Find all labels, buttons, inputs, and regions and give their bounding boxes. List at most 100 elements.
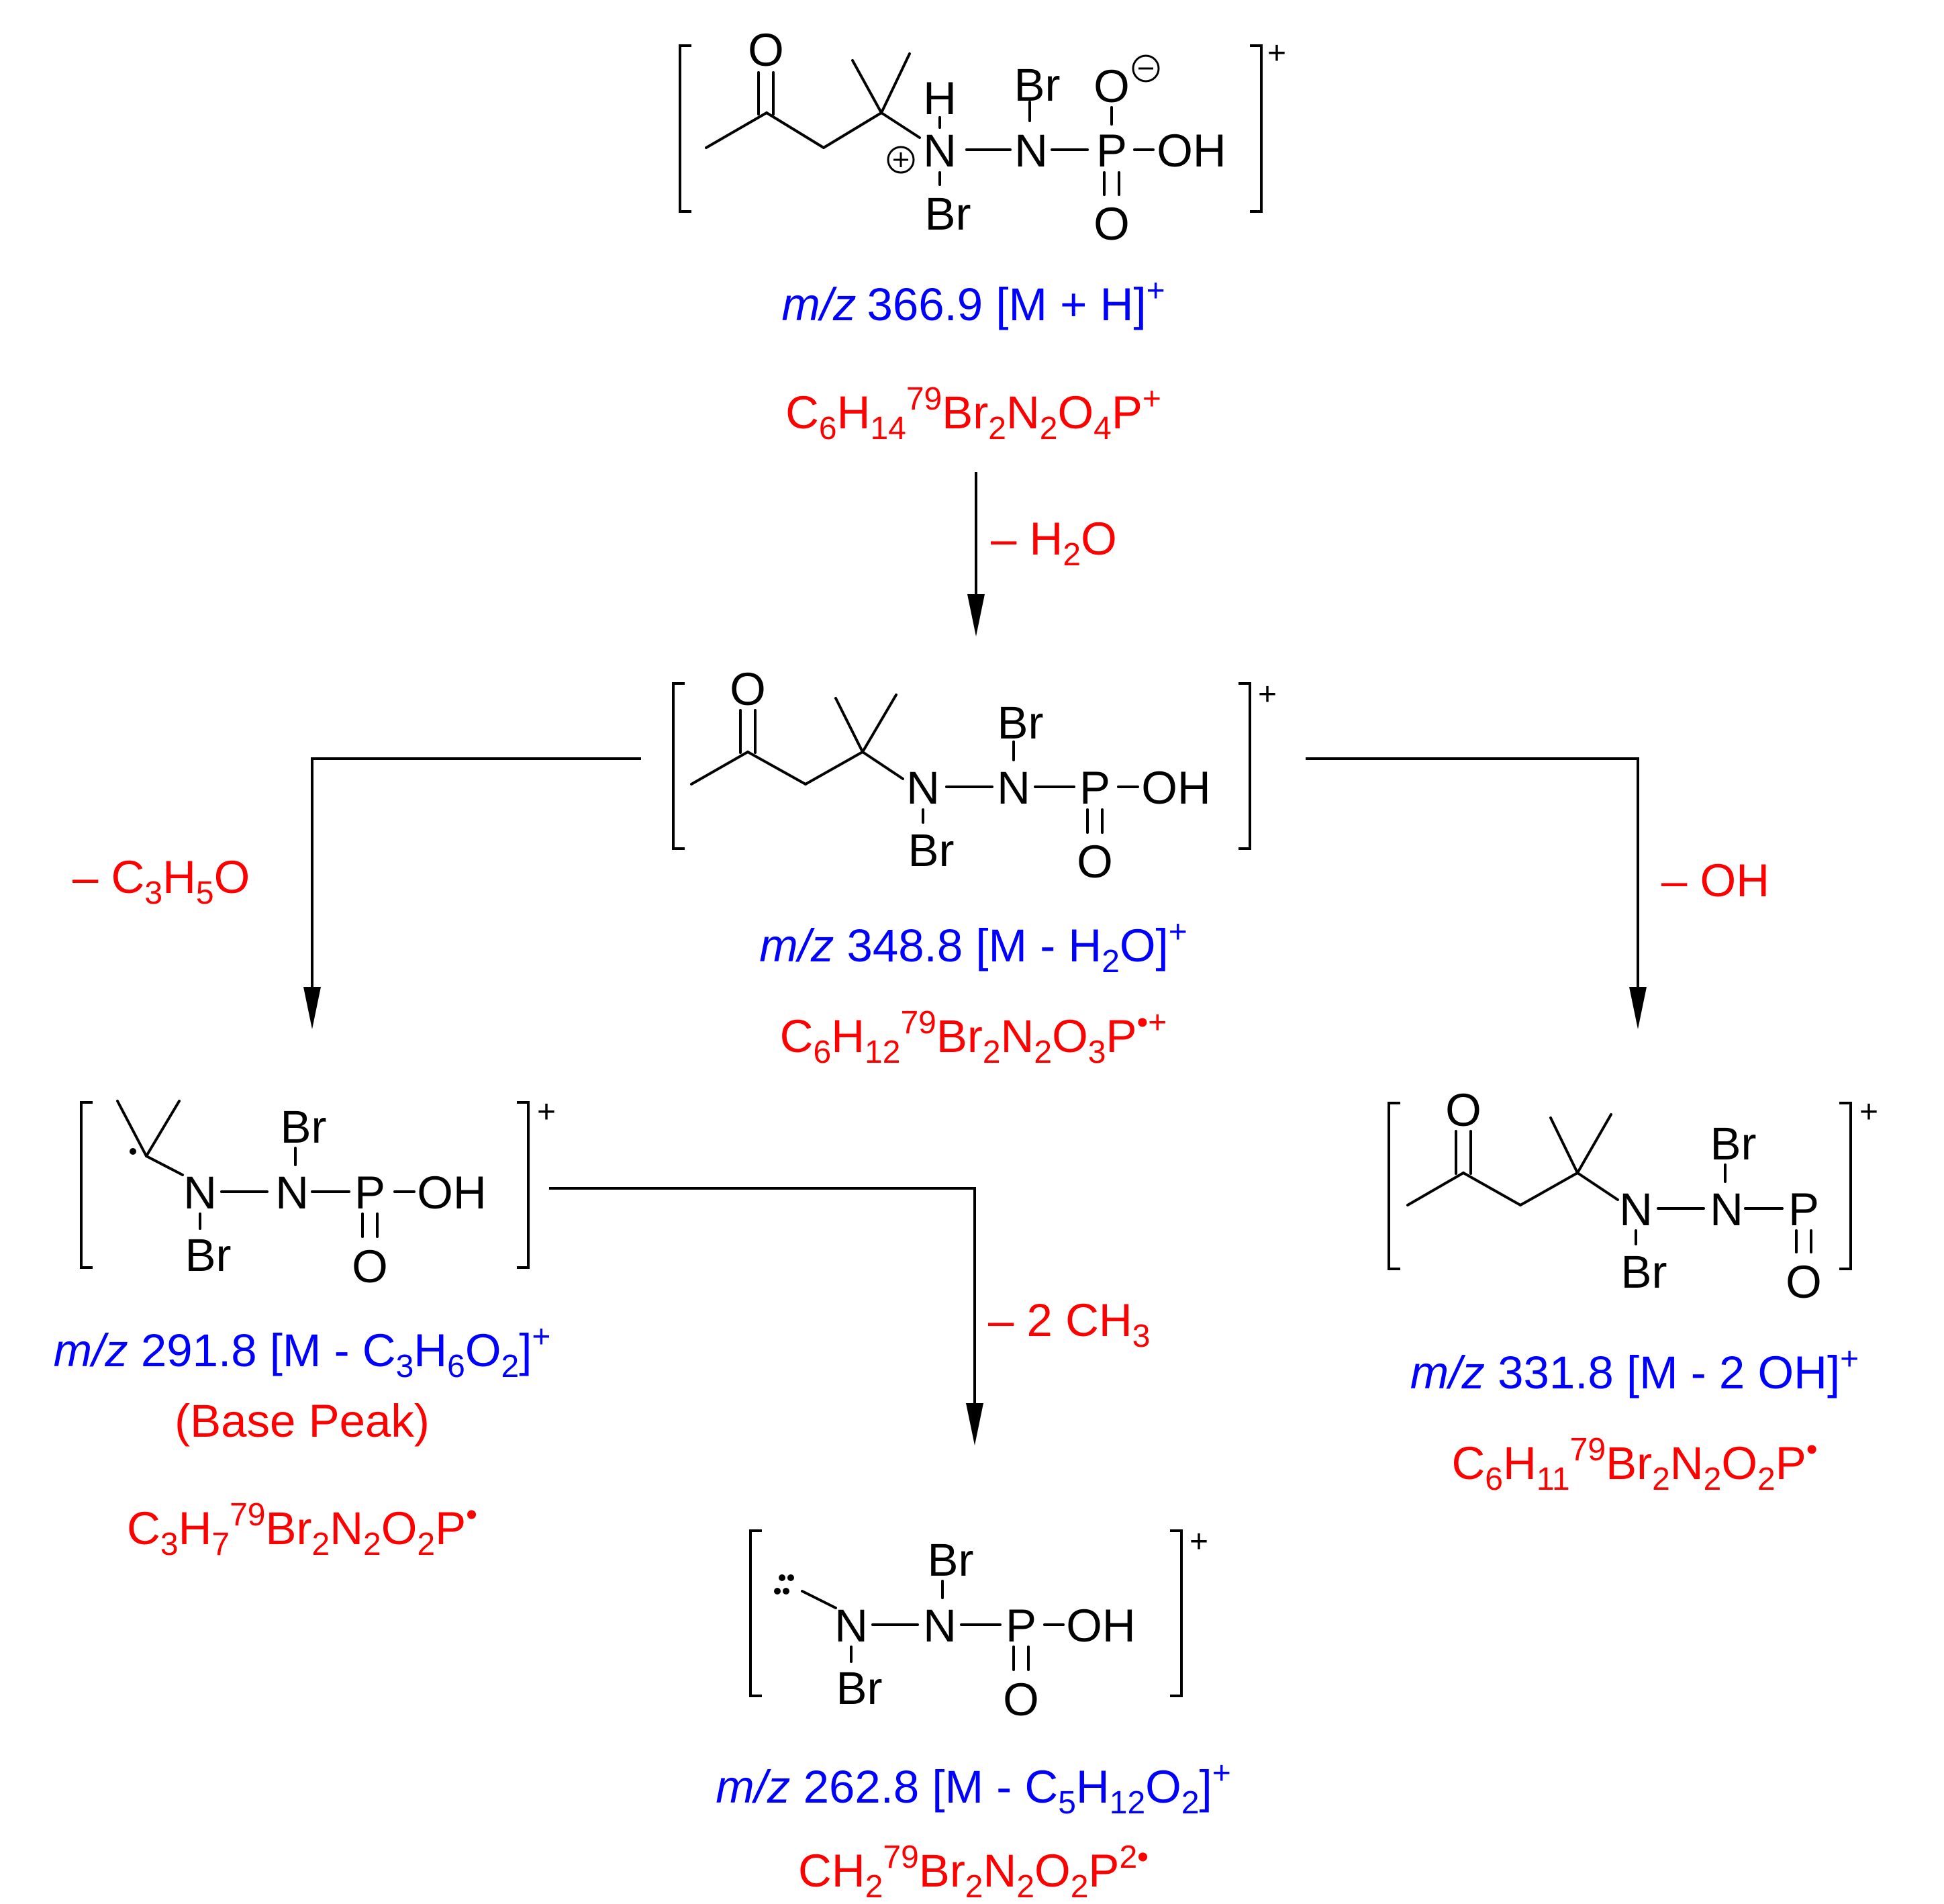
- formula-text: 262.8 [M - C: [790, 1761, 1058, 1813]
- atom-OH: OH: [1141, 762, 1211, 814]
- structure-carbene-ion: + N Br N P OH Br O: [749, 1524, 1208, 1725]
- formula-text: ]: [1200, 1761, 1212, 1813]
- subscript: 6: [1485, 1462, 1503, 1497]
- subscript: 6: [814, 1035, 832, 1070]
- formula-text: O: [465, 1325, 501, 1376]
- base-peak-note: (Base Peak): [175, 1395, 430, 1447]
- structure-protonated-molecule: + O H N Br N O P OH Br O: [679, 24, 1286, 250]
- atom-Br: Br: [1014, 59, 1061, 111]
- mz-prefix: m/z: [781, 279, 856, 330]
- formula-text: O: [1052, 1010, 1088, 1062]
- mz-charge: +: [1147, 273, 1165, 309]
- arrowhead: [1629, 987, 1647, 1029]
- formula-text: N: [330, 1503, 363, 1554]
- atom-O: O: [1077, 836, 1113, 888]
- subscript: 12: [865, 1035, 900, 1070]
- atom-Br: Br: [928, 1534, 974, 1586]
- bond: [116, 1100, 148, 1157]
- bond: [822, 111, 883, 149]
- atom-H: H: [923, 73, 957, 124]
- formula-text: H: [162, 851, 196, 903]
- formula-text: O: [381, 1503, 418, 1554]
- subscript: 2: [1034, 1035, 1052, 1070]
- atom-O: O: [352, 1241, 388, 1292]
- formula-text: C: [127, 1503, 160, 1554]
- loss-oh: – OH: [1661, 855, 1769, 906]
- formula-text: m/z: [759, 920, 834, 971]
- bond: [690, 751, 749, 786]
- formula-text: P: [1088, 1845, 1119, 1897]
- bracket-charge: +: [537, 1094, 556, 1130]
- subscript: 2: [1181, 1785, 1200, 1821]
- subscript: 2: [1063, 537, 1081, 573]
- right-bracket: [1250, 44, 1263, 213]
- subscript: 2: [1102, 944, 1120, 980]
- formula-text: O: [214, 851, 250, 903]
- formula-text: Br: [942, 387, 988, 438]
- atom-N: N: [275, 1167, 309, 1219]
- bracket-charge: +: [1258, 677, 1277, 712]
- atom-OH: OH: [1066, 1600, 1136, 1652]
- formula-331-8: C6H1179Br2N2O2P•: [1451, 1432, 1817, 1497]
- subscript: 3: [1088, 1035, 1106, 1070]
- superscript: 79: [900, 1005, 936, 1041]
- bond: [880, 111, 921, 139]
- atom-Br: Br: [281, 1101, 327, 1153]
- formula-text: O: [1057, 387, 1094, 438]
- atom-Br: Br: [1710, 1118, 1757, 1170]
- right-bracket: [517, 1101, 530, 1269]
- lone-pair-dot: [787, 1574, 794, 1581]
- left-bracket: [679, 44, 691, 213]
- formula-text: C: [785, 387, 819, 438]
- bond: [861, 751, 904, 780]
- subscript: 2: [363, 1527, 381, 1562]
- subscript: 2: [988, 411, 1006, 446]
- loss-c3h5o: – C3H5O: [72, 851, 250, 911]
- superscript: 79: [906, 381, 942, 417]
- formula-text: O: [1081, 513, 1117, 565]
- formula-text: – C: [72, 851, 144, 903]
- formula-text: – H: [991, 513, 1063, 565]
- right-bracket: [1839, 1102, 1852, 1270]
- formula-text: N: [1006, 387, 1040, 438]
- right-bracket: [1238, 682, 1251, 850]
- formula-text: H: [837, 387, 871, 438]
- atom-P: P: [1096, 125, 1127, 177]
- mz-label-262-8: m/z 262.8 [M - C5H12O2]+: [716, 1756, 1230, 1821]
- bond: [765, 111, 825, 149]
- subscript: 2: [1040, 411, 1058, 446]
- bond: [746, 751, 807, 786]
- structure-base-peak-ion: + N Br N P OH Br O: [80, 1094, 556, 1292]
- bond: [145, 1155, 184, 1176]
- right-bracket: [1170, 1529, 1183, 1697]
- formula-text: 348.8 [M - H: [834, 920, 1102, 971]
- atom-Br: Br: [998, 697, 1044, 749]
- atom-O: O: [730, 663, 766, 715]
- formula-366-9: C6H1479Br2N2O4P+: [785, 381, 1161, 446]
- arrow-ch3-loss: [549, 1187, 976, 1407]
- formula-text: N: [1670, 1437, 1704, 1489]
- bond: [851, 59, 883, 114]
- formula-text: C: [780, 1010, 814, 1062]
- atom-N: N: [997, 762, 1030, 814]
- atom-O: O: [1094, 60, 1130, 112]
- lone-pair-dot: [783, 1588, 789, 1594]
- subscript: 6: [819, 411, 837, 446]
- bond: [145, 1100, 181, 1157]
- superscript: •: [1806, 1432, 1818, 1468]
- subscript: 2: [501, 1349, 519, 1384]
- structure-dehydroxylated-ion: + O N Br N P Br O: [1388, 1084, 1878, 1308]
- bond: [1576, 1172, 1619, 1201]
- formula-text: – 2 CH: [988, 1294, 1132, 1346]
- mz-label-348-8: m/z 348.8 [M - H2O]+: [759, 914, 1187, 980]
- subscript: 2: [312, 1527, 330, 1562]
- formula-291-8: C3H779Br2N2O2P•: [127, 1497, 477, 1562]
- arrow-c3h5o-loss: [311, 757, 641, 990]
- subscript: 2: [1757, 1462, 1776, 1497]
- subscript: 2: [1016, 1869, 1034, 1904]
- formula-text: P: [1776, 1437, 1806, 1489]
- subscript: 2: [1652, 1462, 1670, 1497]
- subscript: 4: [1094, 411, 1112, 446]
- atom-N: N: [923, 1600, 957, 1652]
